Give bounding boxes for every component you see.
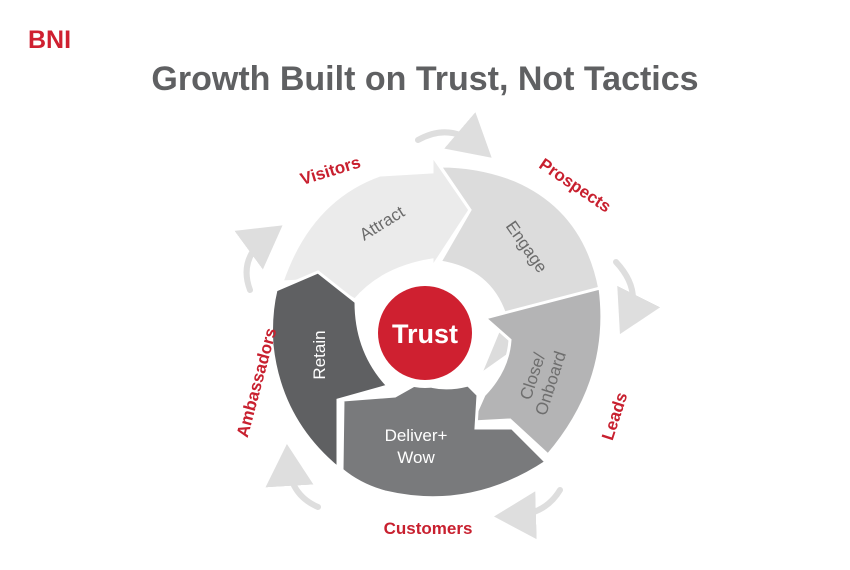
stage-close-segment (469, 286, 604, 458)
stage-retain-label: Retain (310, 330, 329, 379)
cycle-arrow-top (415, 112, 492, 158)
cycle-arrow-bottom-left (265, 444, 321, 510)
outer-label-customers: Customers (384, 519, 473, 538)
stage-retain-segment (270, 270, 391, 472)
stage-deliver-label-line1: Deliver+ (385, 426, 448, 445)
stage-deliver-label-line2: Wow (397, 448, 435, 467)
trust-circle (378, 286, 472, 380)
outer-label-leads: Leads (598, 390, 631, 443)
stage-deliver-segment (340, 380, 549, 500)
trust-label: Trust (392, 319, 458, 349)
cycle-arrow-right (613, 259, 661, 335)
stage-engage-segment (437, 164, 602, 380)
outer-label-visitors: Visitors (298, 153, 363, 189)
cycle-arrow-bottom-right (494, 487, 563, 540)
cycle-arrow-left (234, 225, 283, 293)
outer-label-ambassadors: Ambassadors (233, 326, 280, 440)
page-title: Growth Built on Trust, Not Tactics (151, 60, 699, 98)
bni-logo: BNI (28, 26, 72, 54)
stage-attract-segment (279, 150, 472, 302)
outer-cycle-arrows (234, 112, 661, 540)
